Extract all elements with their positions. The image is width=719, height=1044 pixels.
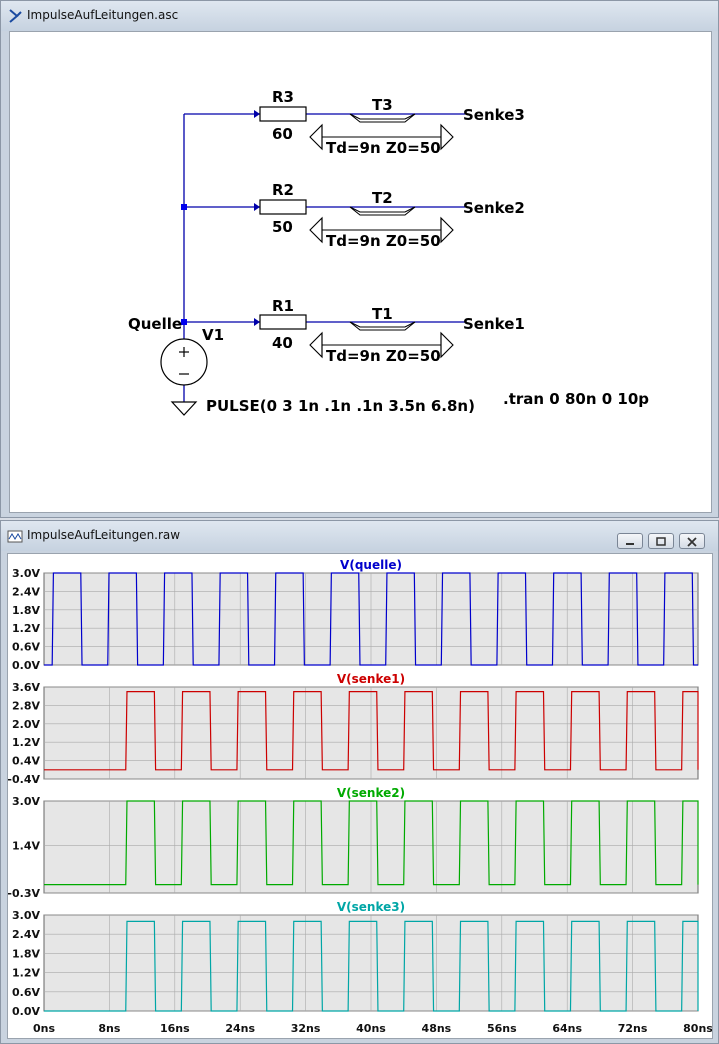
tline-t3[interactable] (309, 113, 454, 151)
r1-name: R1 (272, 297, 294, 315)
waveform-title: ImpulseAufLeitungen.raw (27, 528, 181, 542)
trace-line (44, 691, 699, 771)
waveform-plot-area[interactable]: 3.0V 2.4V 1.8V 1.2V 0.6V 0.0V V(quelle) 3.6V 2.8… (7, 553, 713, 1039)
schematic-title: ImpulseAufLeitungen.asc (27, 8, 179, 22)
x-tick-label: 48ns (422, 1022, 452, 1035)
t2-name: T2 (372, 189, 393, 207)
minimize-icon (626, 543, 634, 545)
close-icon (687, 537, 697, 547)
y-tick-label: 2.0V (12, 718, 40, 731)
close-button[interactable] (679, 533, 705, 549)
net-quelle: Quelle (128, 315, 182, 333)
y-tick-label: 2.4V (12, 928, 40, 941)
y-tick-label: 3.0V (12, 567, 40, 580)
schematic-canvas[interactable]: R3 60 T3 Td=9n Z0=50 Senke3 R2 50 T2 Td=… (9, 31, 712, 513)
resistor-r2[interactable] (259, 199, 307, 215)
trace-title: V(senke1) (337, 672, 405, 686)
resistor-r1[interactable] (259, 314, 307, 330)
y-tick-label: -0.4V (8, 773, 40, 786)
net-senke2: Senke2 (463, 199, 525, 217)
x-tick-label: 56ns (487, 1022, 517, 1035)
t3-params: Td=9n Z0=50 (326, 139, 441, 157)
minimize-button[interactable] (617, 533, 643, 549)
trace-title: V(quelle) (340, 558, 402, 572)
plot-panel-2[interactable]: 3.6V 2.8V 2.0V 1.2V 0.4V -0.4V V(senke1) (7, 672, 699, 786)
y-tick-label: 1.2V (12, 736, 40, 749)
ltspice-schematic-icon (9, 9, 22, 23)
plot-panel-1[interactable]: 3.0V 2.4V 1.8V 1.2V 0.6V 0.0V V(quelle) (12, 558, 699, 672)
t1-params: Td=9n Z0=50 (326, 347, 441, 365)
trace-line (44, 572, 698, 666)
x-tick-label: 72ns (618, 1022, 648, 1035)
x-tick-label: 80ns (683, 1022, 712, 1035)
plot-panel-4[interactable]: 3.0V 2.4V 1.8V 1.2V 0.6V 0.0V V(senke3) (12, 900, 699, 1018)
junction-dot (181, 204, 187, 210)
trace-title: V(senke2) (337, 786, 405, 800)
waveform-plots[interactable]: 3.0V 2.4V 1.8V 1.2V 0.6V 0.0V V(quelle) 3.6V 2.8… (7, 554, 713, 1038)
r3-name: R3 (272, 88, 294, 106)
y-tick-label: -0.3V (8, 887, 40, 900)
r1-value: 40 (272, 334, 293, 352)
y-tick-label: 1.2V (12, 622, 40, 635)
y-tick-label: 0.4V (12, 755, 40, 768)
r2-name: R2 (272, 181, 294, 199)
net-senke1: Senke1 (463, 315, 525, 333)
schematic-titlebar[interactable]: ImpulseAufLeitungen.asc (1, 1, 718, 31)
y-tick-label: 3.6V (12, 681, 40, 694)
resistor-r3[interactable] (259, 106, 307, 122)
schematic-drawing[interactable]: R3 60 T3 Td=9n Z0=50 Senke3 R2 50 T2 Td=… (10, 32, 711, 512)
tline-t1[interactable] (309, 321, 454, 359)
y-tick-label: 1.8V (12, 947, 40, 960)
y-tick-label: 1.4V (12, 840, 40, 853)
y-tick-label: 1.8V (12, 604, 40, 617)
x-tick-label: 0ns (33, 1022, 55, 1035)
net-senke3: Senke3 (463, 106, 525, 124)
r2-value: 50 (272, 218, 293, 236)
waveform-window: ImpulseAufLeitungen.raw 3.0V 2.4V 1.8V 1.2V… (0, 520, 719, 1044)
x-tick-label: 64ns (552, 1022, 582, 1035)
tran-directive: .tran 0 80n 0 10p (503, 390, 649, 408)
trace-line (44, 800, 699, 886)
x-tick-label: 8ns (98, 1022, 120, 1035)
junction-dot (181, 319, 187, 325)
trace-title: V(senke3) (337, 900, 405, 914)
y-tick-label: 0.0V (12, 1005, 40, 1018)
restore-button[interactable] (648, 533, 674, 549)
y-tick-label: 0.0V (12, 659, 40, 672)
tline-t2[interactable] (309, 206, 454, 244)
y-tick-label: 3.0V (12, 909, 40, 922)
y-tick-label: 3.0V (12, 795, 40, 808)
y-tick-label: 1.2V (12, 967, 40, 980)
r3-value: 60 (272, 125, 293, 143)
restore-icon (656, 537, 666, 546)
t1-name: T1 (372, 305, 393, 323)
x-tick-label: 40ns (356, 1022, 386, 1035)
y-tick-label: 2.4V (12, 585, 40, 598)
schematic-window: ImpulseAufLeitungen.asc (0, 0, 719, 518)
t3-name: T3 (372, 96, 393, 114)
x-tick-label: 24ns (225, 1022, 255, 1035)
voltage-source-v1[interactable] (160, 338, 208, 386)
y-tick-label: 2.8V (12, 699, 40, 712)
v1-value: PULSE(0 3 1n .1n .1n 3.5n 6.8n) (206, 397, 475, 415)
t2-params: Td=9n Z0=50 (326, 232, 441, 250)
y-tick-label: 0.6V (12, 986, 40, 999)
trace-line (44, 920, 699, 1012)
v1-name: V1 (202, 326, 224, 344)
y-tick-label: 0.6V (12, 641, 40, 654)
ground-symbol (170, 401, 198, 416)
waveform-file-icon (7, 530, 23, 543)
plot-panel-3[interactable]: 3.0V 1.4V -0.3V V(senke2) (7, 786, 699, 900)
waveform-titlebar[interactable]: ImpulseAufLeitungen.raw (1, 521, 718, 551)
x-tick-label: 16ns (160, 1022, 190, 1035)
x-tick-label: 32ns (291, 1022, 321, 1035)
